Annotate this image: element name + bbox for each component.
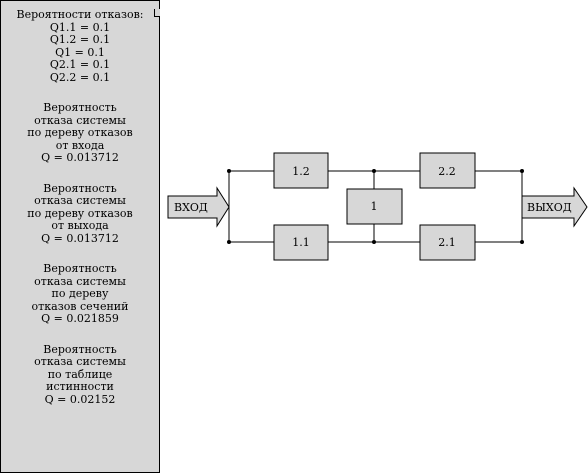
input-arrow: ВХОД — [167, 186, 230, 228]
block-1-1: 1.1 — [273, 224, 329, 261]
result-line: отказа системы — [34, 355, 126, 368]
connection-lines — [228, 170, 523, 243]
result-line: от входа — [55, 138, 105, 152]
block-2-2: 2.2 — [419, 152, 476, 189]
result-cut-set-tree: Вероятность отказа системы по дереву отк… — [1, 262, 159, 326]
probability-q21: Q2.1 = 0.1 — [49, 58, 111, 71]
result-line: отказов сечений — [31, 299, 129, 313]
result-line: истинности — [46, 380, 114, 393]
result-line: по таблице — [47, 367, 113, 381]
output-label: ВЫХОД — [527, 201, 572, 214]
result-line: Вероятность — [43, 181, 117, 195]
block-1-1-label: 1.1 — [292, 236, 310, 249]
junction-dots — [227, 169, 524, 244]
result-line: по дереву отказов — [27, 126, 133, 139]
probability-q22: Q2.2 = 0.1 — [49, 70, 111, 84]
probability-q11: Q1.1 = 0.1 — [49, 20, 111, 34]
input-label: ВХОД — [174, 201, 208, 214]
result-fault-tree-from-input: Вероятность отказа системы по дереву отк… — [1, 101, 159, 165]
block-2-1-label: 2.1 — [438, 236, 456, 249]
result-line: от выхода — [51, 219, 109, 232]
probability-q12: Q1.2 = 0.1 — [49, 33, 111, 46]
result-value: Q = 0.013712 — [41, 151, 119, 164]
block-2-2-label: 2.2 — [438, 165, 456, 178]
result-truth-table: Вероятность отказа системы по таблице ис… — [1, 342, 159, 407]
result-line: Вероятность — [43, 342, 117, 356]
block-1-2-label: 1.2 — [292, 165, 310, 178]
block-2-1: 2.1 — [419, 224, 476, 261]
result-line: Вероятность — [43, 101, 117, 114]
result-value: Q = 0.021859 — [41, 312, 119, 325]
result-line: отказа системы — [34, 194, 126, 207]
result-line: Вероятность — [43, 262, 117, 275]
output-arrow: ВЫХОД — [521, 186, 588, 228]
result-value: Q = 0.013712 — [41, 231, 119, 245]
result-line: отказа системы — [34, 274, 126, 288]
result-line: отказа системы — [34, 113, 126, 127]
block-1: 1 — [346, 188, 403, 225]
result-fault-tree-from-output: Вероятность отказа системы по дереву отк… — [1, 181, 159, 246]
block-1-2: 1.2 — [273, 152, 329, 189]
probability-q1: Q1 = 0.1 — [55, 45, 105, 59]
result-line: по дереву — [51, 287, 109, 300]
result-line: по дереву отказов — [27, 206, 133, 220]
panel-title: Вероятности отказов: — [16, 8, 144, 21]
failure-probabilities-panel: Вероятности отказов: Q1.1 = 0.1 Q1.2 = 0… — [0, 0, 160, 473]
block-1-label: 1 — [371, 200, 378, 213]
panel-corner-tab — [154, 9, 160, 17]
result-value: Q = 0.02152 — [44, 392, 116, 406]
